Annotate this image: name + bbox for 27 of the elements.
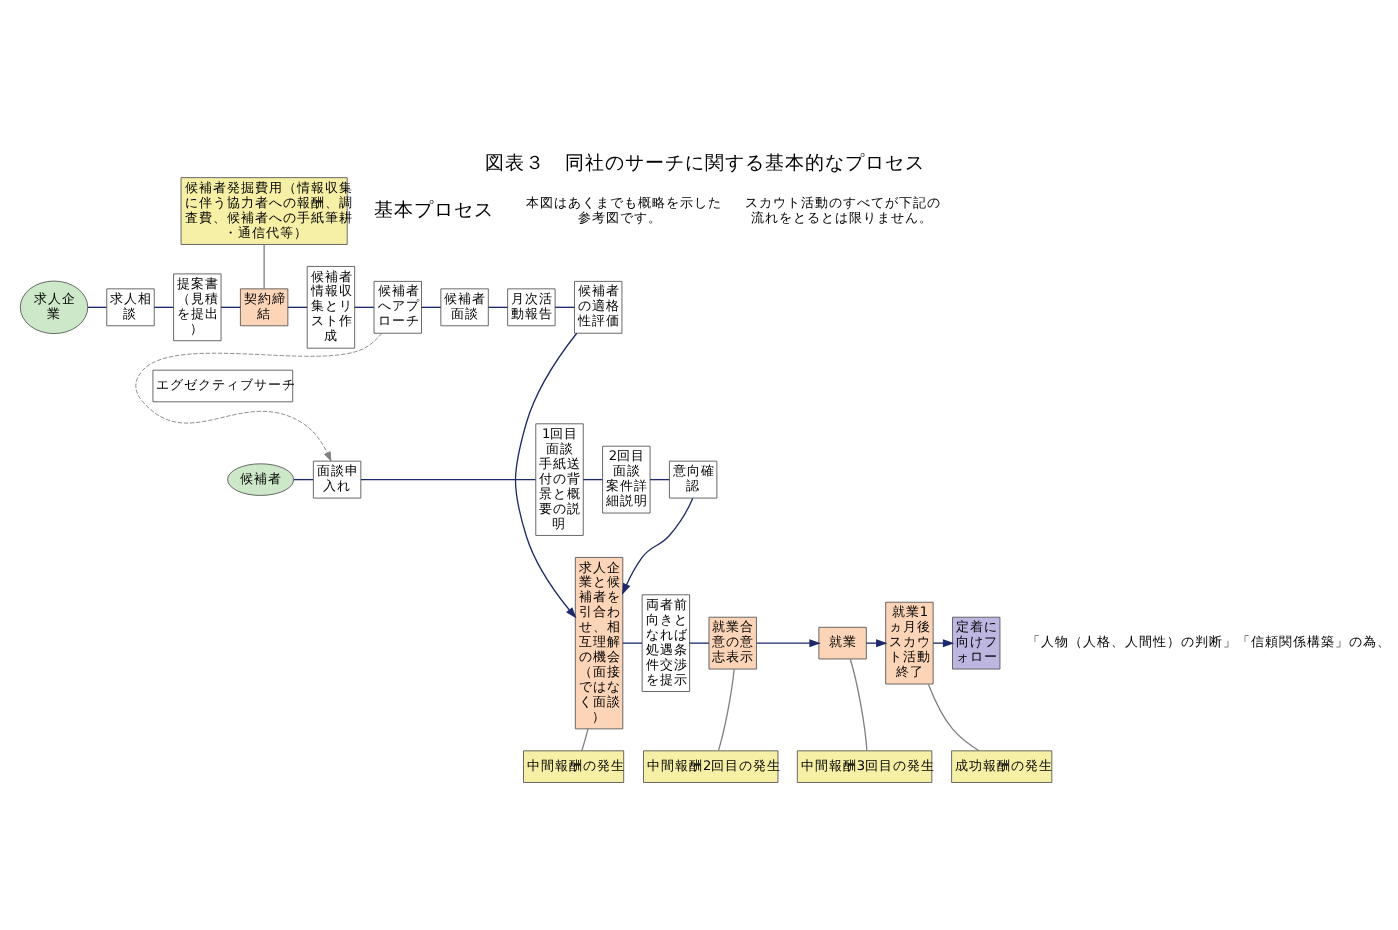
connector [87,305,108,307]
connector [153,305,175,307]
diagram-title: 図表３ 同社のサーチに関する基本的なプロセス [484,151,925,174]
connector [649,477,670,480]
connector [293,477,314,480]
connector [554,305,575,307]
connector [849,657,868,751]
connector [717,667,735,751]
connector [927,682,980,751]
arrow [932,638,955,647]
arrow [514,331,578,618]
connector [582,477,604,480]
connector [581,727,589,751]
connector [487,305,509,307]
connector [360,477,537,480]
arrow [865,638,888,647]
connector [689,641,710,643]
connector [263,243,265,289]
connector [622,641,643,643]
arrow [135,331,383,461]
connector [420,305,442,307]
connector [354,305,375,307]
connector [287,305,308,307]
label: 基本プロセス [374,198,495,221]
connector [220,305,241,307]
arrow [756,638,821,647]
arrow [622,496,694,594]
